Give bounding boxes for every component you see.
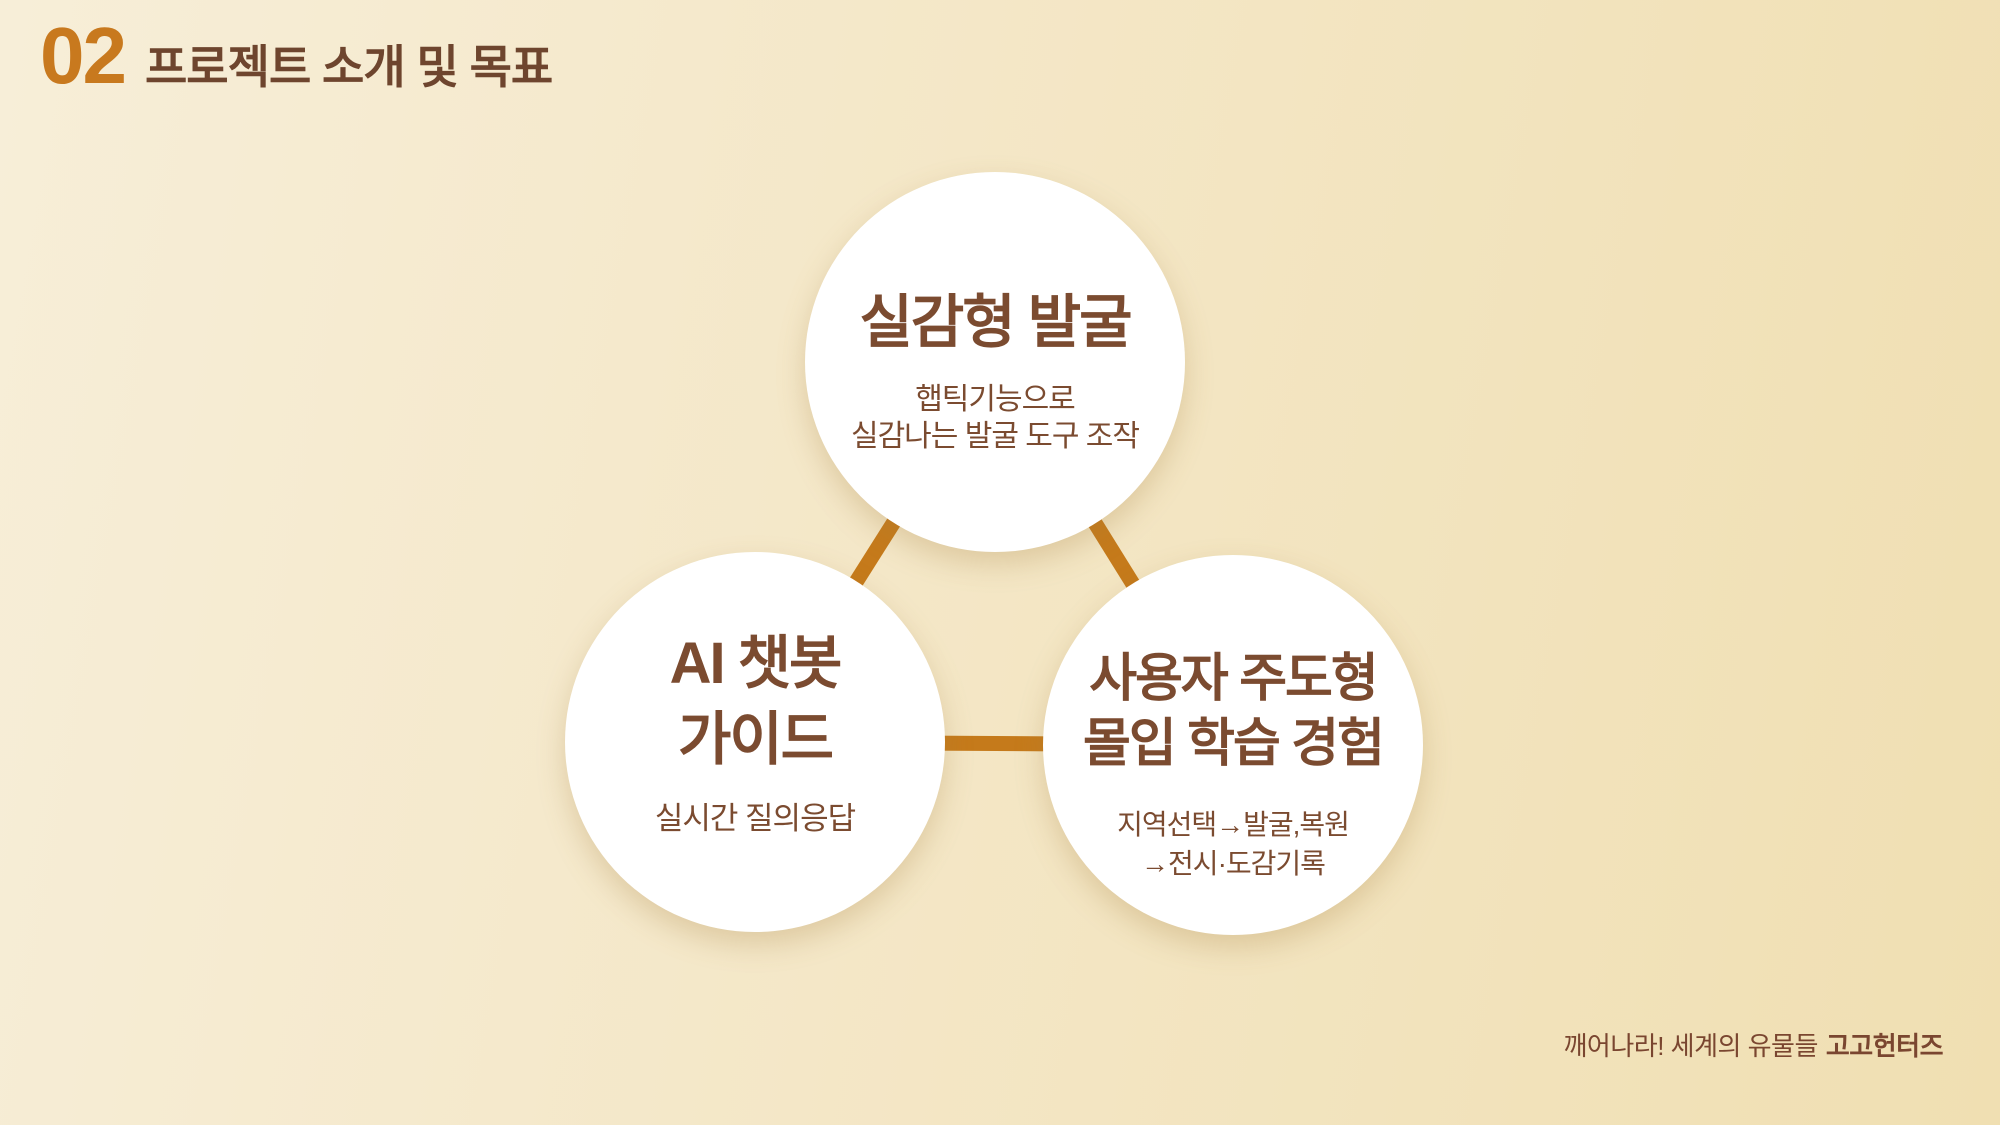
subtitle-line: 햅틱기능으로 — [915, 382, 1076, 416]
footer-tagline: 깨어나라! 세계의 유물들 — [1563, 1031, 1819, 1061]
node-immersive-excavation: 실감형 발굴 햅틱기능으로 실감나는 발굴 도구 조작 — [805, 172, 1185, 552]
page-title: 프로젝트 소개 및 목표 — [144, 41, 553, 93]
node-subtitle: 실시간 질의응답 — [654, 793, 856, 838]
slide-header: 02 프로젝트 소개 및 목표 — [40, 11, 553, 100]
node-user-driven-learning: 사용자 주도형 몰입 학습 경험 지역선택→발굴,복원 →전시·도감기록 — [1043, 555, 1423, 935]
title-line: 가이드 — [677, 706, 834, 772]
node-subtitle: 지역선택→발굴,복원 →전시·도감기록 — [1117, 805, 1350, 883]
subtitle-line: 실시간 질의응답 — [654, 800, 856, 836]
node-title: AI 챗봇 가이드 — [669, 626, 843, 777]
title-line: 몰입 학습 경험 — [1083, 714, 1385, 773]
subtitle-line: →전시·도감기록 — [1141, 848, 1326, 879]
node-title: 사용자 주도형 몰입 학습 경험 — [1083, 647, 1385, 777]
node-subtitle: 햅틱기능으로 실감나는 발굴 도구 조작 — [850, 381, 1140, 456]
title-line: AI 챗봇 — [669, 631, 843, 697]
node-ai-chatbot-guide: AI 챗봇 가이드 실시간 질의응답 — [565, 552, 945, 932]
subtitle-line: 지역선택→발굴,복원 — [1117, 808, 1350, 840]
title-line: 사용자 주도형 — [1089, 649, 1378, 708]
section-number: 02 — [40, 11, 127, 100]
subtitle-line: 실감나는 발굴 도구 조작 — [850, 420, 1140, 454]
node-title: 실감형 발굴 — [859, 290, 1133, 356]
footer-brand: 고고헌터즈 — [1825, 1031, 1944, 1061]
